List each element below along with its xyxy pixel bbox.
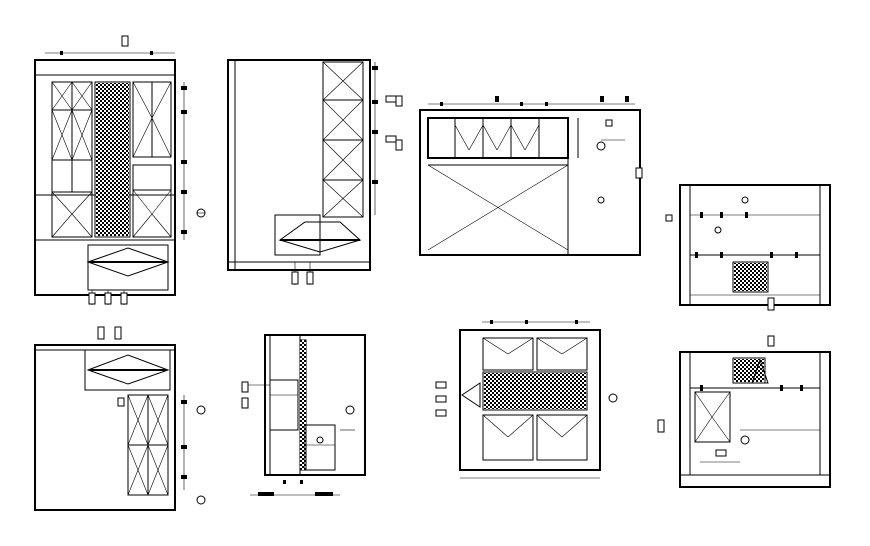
upper-glass-cabinets xyxy=(427,117,569,159)
glass-cabinet-right xyxy=(132,81,172,158)
elevation-wall-cabinets xyxy=(395,95,643,256)
tile-panel xyxy=(732,261,769,293)
callout-tags-bottom xyxy=(88,290,128,305)
elevation-right-top xyxy=(665,184,831,311)
elevation-top-left xyxy=(34,35,206,305)
glass-cabinet xyxy=(127,394,169,496)
callout-tags-bottom xyxy=(291,262,314,285)
range-hood xyxy=(274,214,362,256)
tile-strip xyxy=(299,339,307,471)
tall-glass-cabinet xyxy=(322,61,364,218)
upper-glass-cabinets xyxy=(482,337,588,371)
tile-backsplash xyxy=(482,371,588,411)
tile-panel xyxy=(732,357,766,384)
dimension-line-right xyxy=(372,62,397,215)
elevation-square-unit xyxy=(435,320,618,479)
window-opening-cross xyxy=(427,164,569,251)
tile-backsplash-center xyxy=(94,81,131,238)
dimension-line-right xyxy=(181,82,206,240)
elevation-bottom-right xyxy=(657,335,831,488)
base-cabinets xyxy=(51,164,172,238)
range-hood xyxy=(84,349,171,391)
range-hood xyxy=(86,244,170,291)
elevation-section-pantry xyxy=(241,334,366,496)
base-cabinets xyxy=(482,414,588,461)
elevation-tall-unit xyxy=(227,59,397,285)
glass-cabinet-left xyxy=(51,81,93,193)
elevation-bottom-left xyxy=(34,326,206,511)
